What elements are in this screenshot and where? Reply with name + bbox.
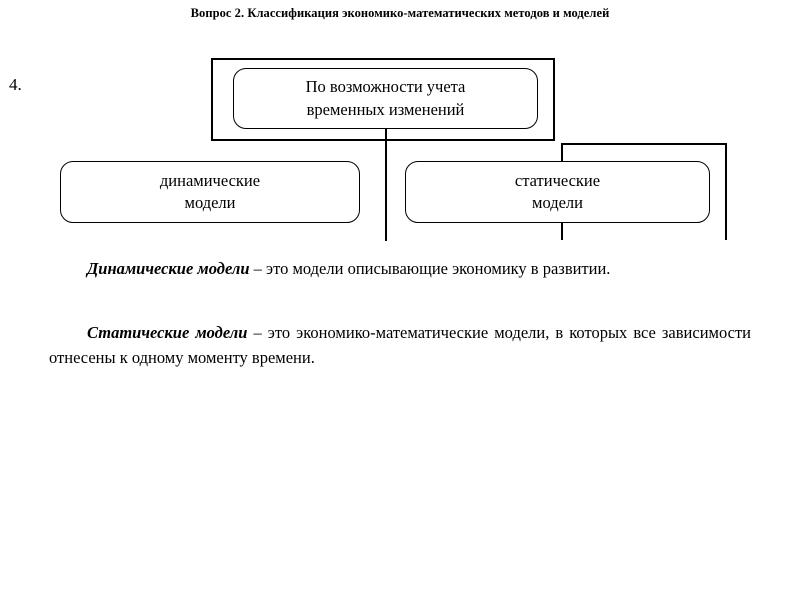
connector-stem-center <box>385 128 387 241</box>
definition-term-static: Статические модели <box>87 322 248 342</box>
definition-paragraph-dynamic: Динамические модели – это модели описыва… <box>49 256 751 281</box>
diagram-node-dynamic-line-1: динамические <box>159 170 261 190</box>
diagram-node-root-line-1: По возможности учета <box>305 77 466 97</box>
page-title: Вопрос 2. Классификация экономико-матема… <box>190 6 610 20</box>
item-number-label: 4. <box>9 75 22 94</box>
diagram-node-static-line-1: статические <box>514 170 601 190</box>
definition-text-dynamic: это модели описывающие экономику в разви… <box>266 258 611 278</box>
definition-dash-static: – <box>247 322 268 342</box>
diagram-node-root: По возможности учета временных изменений <box>233 68 538 129</box>
diagram-node-static-models: статические модели <box>405 161 710 223</box>
definition-dash-dynamic: – <box>249 258 266 278</box>
definition-term-dynamic: Динамические модели <box>87 258 250 278</box>
definition-paragraph-static: Статические модели – это экономико-матем… <box>49 320 751 370</box>
diagram-node-root-line-2: временных изменений <box>306 99 465 119</box>
diagram-node-static-line-2: модели <box>532 193 583 212</box>
definition-text-static: это экономико-математические модели, в к… <box>49 322 751 367</box>
diagram-node-dynamic-line-2: модели <box>184 193 236 212</box>
diagram-node-dynamic-models: динамические модели <box>60 161 360 223</box>
connector-frame-top <box>211 58 555 141</box>
